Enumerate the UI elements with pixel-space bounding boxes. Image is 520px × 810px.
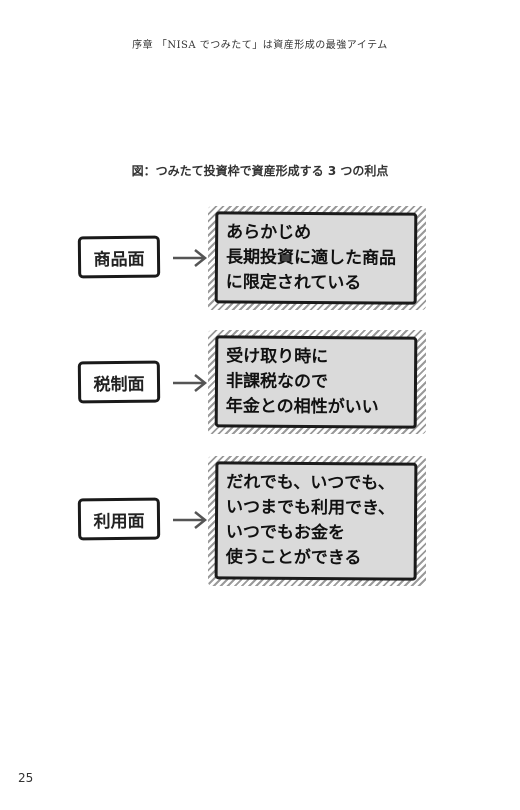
description-card-tax: 受け取り時に 非課税なので 年金との相性がいい bbox=[208, 330, 426, 434]
description-box: 受け取り時に 非課税なので 年金との相性がいい bbox=[214, 335, 418, 429]
right-arrow-icon bbox=[173, 511, 208, 529]
description-line: いつでもお金を bbox=[225, 522, 345, 544]
description-card-product: あらかじめ 長期投資に適した商品 に限定されている bbox=[208, 206, 426, 310]
figure-title: 図：つみたて投資枠で資産形成する 3 つの利点 bbox=[131, 164, 389, 178]
description-line: 受け取り時に bbox=[226, 346, 329, 368]
running-header: 序章 「NISA でつみたて」は資産形成の最強アイテム bbox=[132, 40, 388, 51]
description-line: いつまでも利用でき、 bbox=[226, 497, 395, 519]
description-box: だれでも、いつでも、 いつまでも利用でき、 いつでもお金を 使うことができる bbox=[214, 461, 418, 581]
description-line: あらかじめ bbox=[226, 222, 312, 243]
right-arrow-icon bbox=[173, 374, 208, 392]
description-card-usage: だれでも、いつでも、 いつまでも利用でき、 いつでもお金を 使うことができる bbox=[208, 456, 426, 586]
description-line: 年金との相性がいい bbox=[225, 396, 379, 418]
description-line: 長期投資に適した商品 bbox=[225, 247, 397, 269]
page-number: 25 bbox=[18, 771, 34, 785]
description-line: 使うことができる bbox=[225, 547, 362, 569]
description-box: あらかじめ 長期投資に適した商品 に限定されている bbox=[214, 211, 418, 305]
description-line: 非課税なので bbox=[225, 371, 329, 393]
right-arrow-icon bbox=[173, 249, 208, 267]
label-box-tax: 税制面 bbox=[77, 360, 161, 404]
description-line: だれでも、いつでも、 bbox=[226, 472, 395, 494]
label-box-usage: 利用面 bbox=[77, 497, 161, 541]
label-box-product: 商品面 bbox=[77, 235, 161, 279]
description-line: に限定されている bbox=[225, 272, 362, 294]
